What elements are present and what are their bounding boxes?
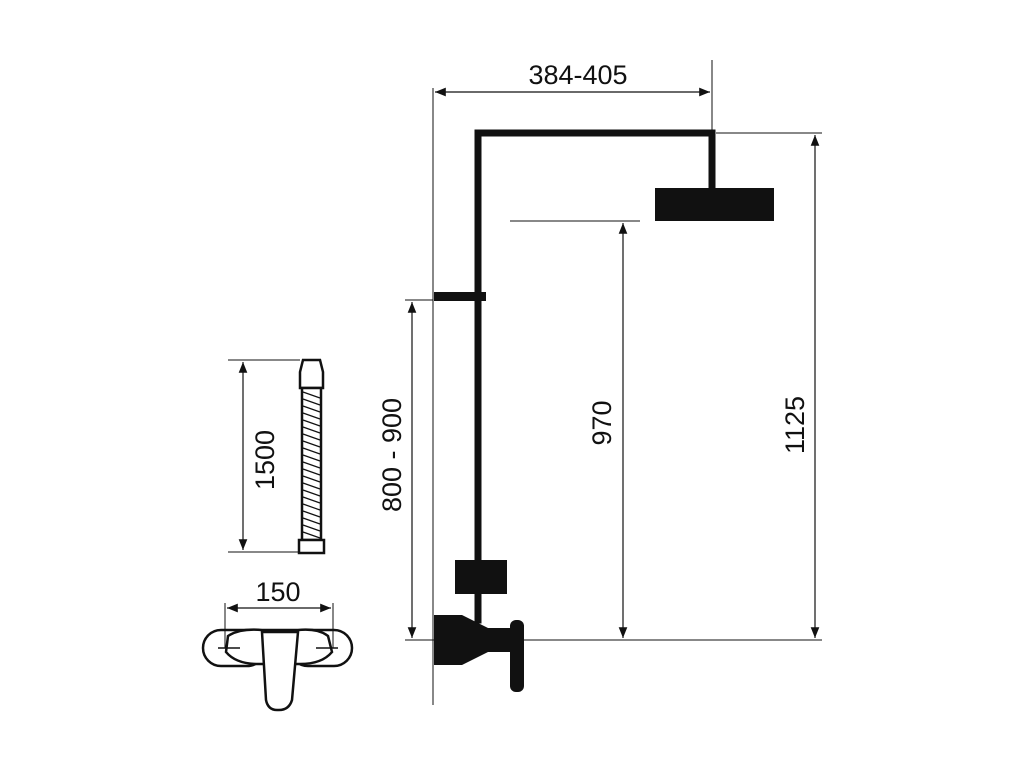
mixer-front-lever: [260, 630, 300, 712]
dim-height-total-label: 1125: [780, 396, 810, 454]
mixer-front-view: [201, 628, 354, 712]
extension-lines: [405, 60, 822, 705]
dim-height-mixer-label: 800 - 900: [377, 398, 407, 512]
wall-bracket: [434, 292, 486, 301]
shower-column: [434, 129, 774, 692]
hose-bottom-fitting: [297, 538, 326, 555]
dim-hose-length: 1500: [228, 359, 300, 553]
dim-hose-length-label: 1500: [250, 430, 280, 490]
shower-hose: [297, 358, 326, 555]
shower-head: [655, 188, 774, 221]
dim-height-head: 970: [587, 223, 628, 638]
mixer-handle: [510, 620, 524, 692]
dim-width-top: 384-405: [435, 60, 710, 97]
dim-height-head-label: 970: [587, 400, 617, 445]
dim-mixer-spacing: 150: [224, 577, 334, 648]
dim-height-total: 1125: [780, 135, 820, 638]
dim-mixer-spacing-label: 150: [255, 577, 300, 607]
hose-top-fitting: [298, 358, 325, 390]
hose-coil-pattern: [302, 391, 321, 539]
dim-height-mixer: 800 - 900: [377, 302, 417, 638]
diverter-block: [455, 560, 507, 594]
dim-width-top-label: 384-405: [528, 60, 627, 90]
